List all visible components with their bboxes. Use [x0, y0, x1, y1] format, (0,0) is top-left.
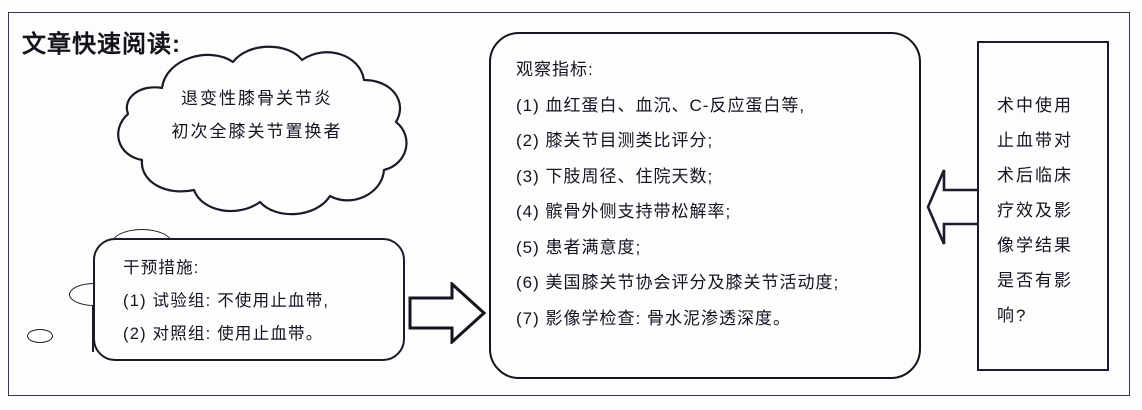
conclusion-box [977, 41, 1109, 371]
intervention-heading: 干预措施: [123, 259, 200, 277]
cloud-line-1: 退变性膝骨关节炎 [181, 89, 333, 108]
block-arrow-right-icon [408, 282, 486, 344]
observation-item-6: (6) 美国膝关节协会评分及膝关节活动度; [516, 273, 840, 292]
observation-item-2: (2) 膝关节目测类比评分; [516, 131, 714, 150]
observation-item-3: (3) 下肢周径、住院天数; [516, 166, 714, 186]
block-arrow-left-icon [926, 114, 982, 300]
observation-text: 观察指标: (1) 血红蛋白、血沉、C-反应蛋白等, (2) 膝关节目测类比评分… [516, 52, 911, 336]
conclusion-line-5: 像学结果 [997, 236, 1073, 255]
intervention-item-1: (1) 试验组: 不使用止血带, [123, 292, 330, 310]
conclusion-text: 术中使用 止血带对 术后临床 疗效及影 像学结果 是否有影 响? [997, 88, 1093, 333]
cloud-line-2: 初次全膝关节置换者 [171, 122, 343, 141]
observation-item-1: (1) 血红蛋白、血沉、C-反应蛋白等, [516, 95, 806, 115]
conclusion-line-4: 疗效及影 [997, 201, 1073, 220]
conclusion-line-2: 止血带对 [997, 131, 1073, 150]
population-cloud-shape [117, 45, 408, 216]
conclusion-line-7: 响? [997, 306, 1028, 325]
observation-item-4: (4) 髌骨外侧支持带松解率; [516, 202, 732, 221]
intervention-item-2: (2) 对照组: 使用止血带。 [123, 325, 324, 343]
observation-heading: 观察指标: [516, 60, 594, 79]
observation-item-7: (7) 影像学检查: 骨水泥渗透深度。 [516, 308, 791, 328]
callout-tail-ellipse-small [27, 329, 53, 343]
intervention-text: 干预措施: (1) 试验组: 不使用止血带, (2) 对照组: 使用止血带。 [123, 252, 329, 351]
conclusion-line-3: 术后临床 [997, 166, 1073, 185]
intervention-box [93, 238, 405, 361]
observation-item-5: (5) 患者满意度; [516, 237, 642, 257]
conclusion-line-1: 术中使用 [997, 96, 1073, 115]
population-cloud-text: 退变性膝骨关节炎 初次全膝关节置换者 [132, 82, 382, 148]
page-title: 文章快速阅读: [22, 31, 181, 58]
conclusion-line-6: 是否有影 [997, 271, 1073, 290]
observation-box [489, 32, 921, 379]
